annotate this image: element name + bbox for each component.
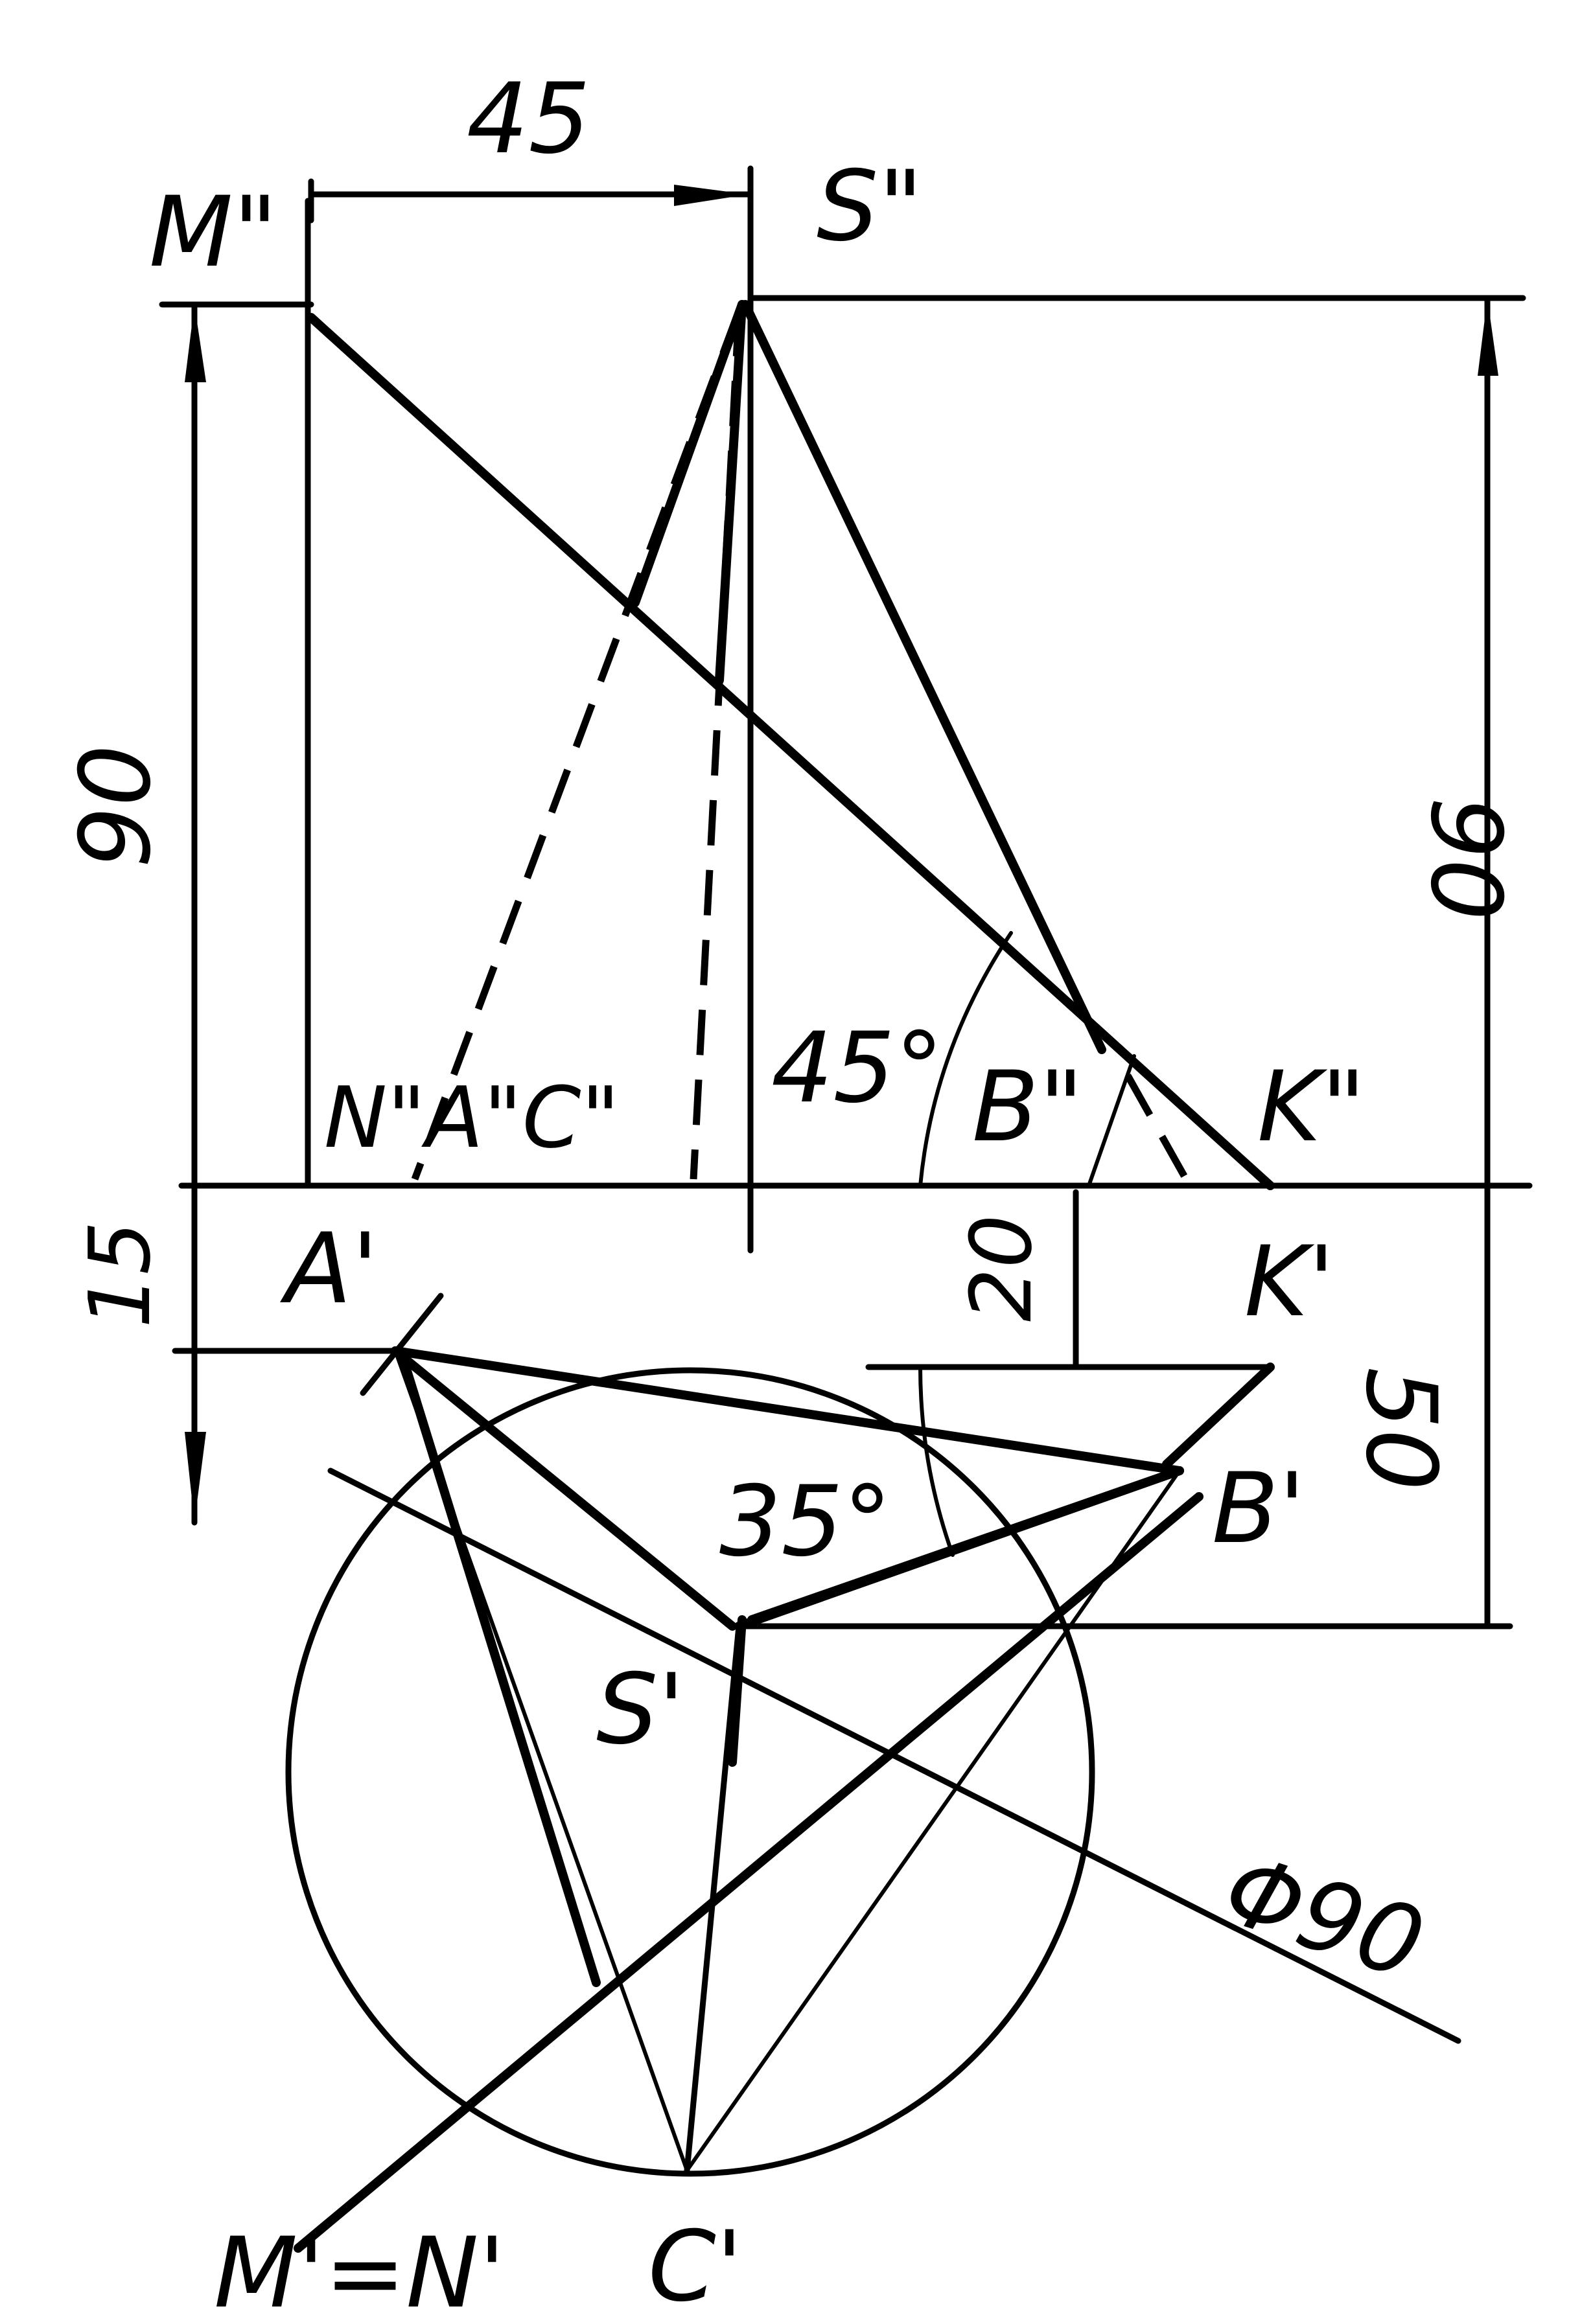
dim-20-label: 20 [952, 1215, 1051, 1322]
angle-35-label: 35° [719, 1466, 892, 1578]
edge-sb-front [741, 300, 1106, 1054]
edge-bc-top [685, 1469, 1181, 2172]
s-short-line [728, 1615, 747, 1767]
dim-50-label: 50 [1344, 1367, 1457, 1491]
label-k-front: K" [1257, 1051, 1366, 1164]
dim-15-arrow [185, 1432, 206, 1523]
dim-90-left-arrow-top [185, 305, 206, 382]
dim-15-label: 15 [71, 1221, 169, 1328]
line-as-extended [327, 1467, 1461, 2044]
label-s-top: S' [596, 1653, 684, 1766]
dim-90-left-label: 90 [60, 744, 172, 868]
dim-45-label: 45 [467, 63, 590, 176]
dim-90-right-label: 90 [1409, 797, 1522, 921]
label-mn-top: M'=N' [214, 2217, 506, 2324]
edge-sa-front [631, 300, 747, 607]
angle-35-arc [918, 1365, 955, 1557]
front-view [159, 165, 1533, 1254]
edge-sc-front [715, 300, 747, 685]
dim-45-arrow [674, 185, 749, 206]
top-view [285, 1189, 1513, 2253]
line-kb-top [1162, 1363, 1275, 1469]
edge-sb-hidden [1124, 1074, 1189, 1181]
b-short-line [1087, 1054, 1136, 1188]
dimension-90-right: 90 [1409, 295, 1522, 1629]
edge-sa-top [391, 1346, 737, 1631]
label-b-front: B" [972, 1051, 1084, 1164]
edge-b-thick [747, 1466, 1184, 1624]
diameter-label: Φ90 [1211, 1833, 1437, 2002]
edge-a-down-thick [397, 1350, 601, 1987]
label-nac-front: N"A"C" [324, 1068, 620, 1167]
label-c-top: C' [648, 2211, 743, 2323]
dimension-90-left: 90 [60, 301, 206, 1189]
dim-90-right-arrow-top [1478, 298, 1498, 376]
label-s-front: S" [817, 150, 923, 263]
line-mn-top [294, 1492, 1203, 2253]
base-circle [285, 1367, 1095, 2177]
edge-ab-top [391, 1346, 1184, 1475]
angle-45-arc [918, 931, 1013, 1188]
a-tick [360, 1293, 444, 1396]
label-b-top: B' [1212, 1453, 1305, 1565]
label-a-top: A' [280, 1213, 378, 1326]
dimension-15: 15 [71, 1182, 399, 1526]
dimension-45: 45 [308, 63, 752, 224]
label-m-front: M" [149, 176, 277, 289]
angle-45-label: 45° [771, 1012, 944, 1125]
label-k-top: K' [1244, 1226, 1335, 1339]
line-mk-front [307, 313, 1275, 1190]
